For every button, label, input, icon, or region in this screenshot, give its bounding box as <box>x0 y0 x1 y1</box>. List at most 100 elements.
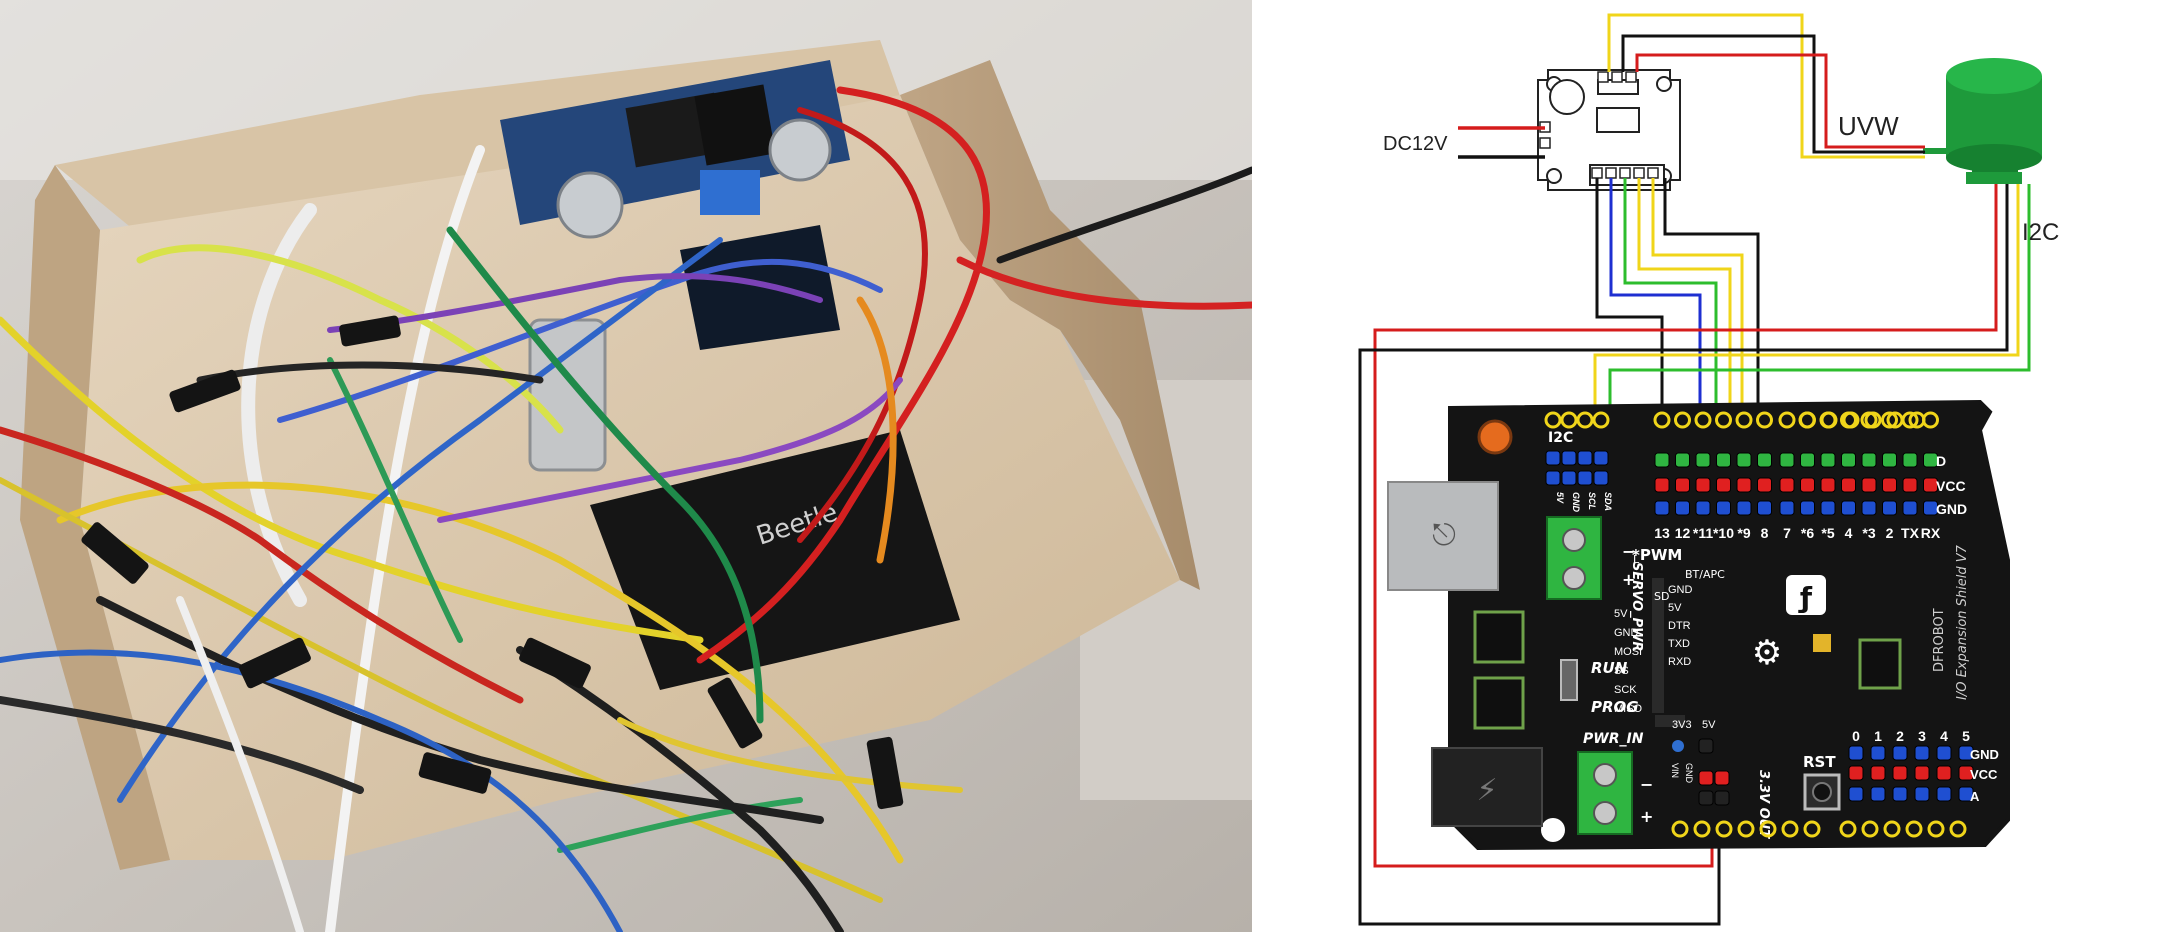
top-header-pin <box>1886 411 1904 429</box>
servo-power-terminal <box>1546 516 1602 600</box>
device-photo: Beetle <box>0 0 1252 932</box>
digital-pin-label: RX <box>1921 525 1941 541</box>
analog-pin-vcc <box>1892 765 1908 781</box>
pwr-in-label: PWR_IN <box>1583 731 1644 747</box>
digital-pin-gnd <box>1841 500 1856 516</box>
led-label: L <box>1633 553 1640 566</box>
bt-pin-label: RXD <box>1668 656 1691 668</box>
bt-apc-header <box>1652 578 1664 713</box>
bottom-header-pin <box>1781 820 1799 838</box>
power-label: DC12V <box>1383 133 1448 155</box>
bottom-header-pin <box>1839 820 1857 838</box>
digital-pin-vcc <box>1675 477 1690 493</box>
voltage-select-label: 5V <box>1702 719 1716 731</box>
motor-phase-wires: UVW <box>1607 13 1925 159</box>
digital-pin-label: *6 <box>1801 525 1814 541</box>
bottom-header-pin <box>1759 820 1777 838</box>
analog-pin-gnd <box>1892 745 1908 761</box>
digital-pin-d <box>1757 452 1772 468</box>
regulator <box>1473 610 1525 664</box>
bt-apc-label: BT/APC <box>1685 568 1725 581</box>
digital-pin-label: TX <box>1901 525 1920 541</box>
servo-pwr-label: SERVO_PWR <box>1629 562 1644 652</box>
i2c-pin <box>1561 450 1577 466</box>
buck-converter-board <box>500 60 850 239</box>
i2c-top-pin <box>1576 411 1594 429</box>
analog-row-label: A <box>1970 789 1980 804</box>
voltage-select-label: 3V3 <box>1672 719 1692 731</box>
box-right-wall <box>900 60 1200 590</box>
digital-pin-d <box>1675 452 1690 468</box>
servo-minus: − <box>1622 542 1635 561</box>
analog-pin-gnd <box>1936 745 1952 761</box>
digital-pin-d <box>1841 452 1856 468</box>
bottom-header-pin <box>1671 820 1689 838</box>
sd-pin-label: SCK <box>1614 684 1637 696</box>
top-header-pin <box>1715 411 1732 429</box>
top-header-pin <box>1653 411 1671 429</box>
lightning-icon: ⚡ <box>1476 773 1497 808</box>
i2c-pin <box>1593 470 1609 486</box>
bottom-header-pin <box>1905 820 1923 838</box>
power-input: DC12V <box>1383 126 1545 159</box>
io-expansion-shield: ⎋ ⚡ ƒ ⚙ <box>1387 399 2010 851</box>
digital-pin-gnd <box>1861 500 1877 516</box>
pwm-label: *PWM <box>1632 546 1682 564</box>
vin-pin <box>1698 770 1714 786</box>
top-header-pin <box>1842 411 1860 429</box>
i2c-pin-label: GND <box>1571 492 1581 513</box>
brand-label: DFROBOT <box>1932 608 1947 672</box>
digital-pin-vcc <box>1800 477 1815 493</box>
out-label: 3.3V OUT <box>1756 770 1771 839</box>
digital-pin-gnd <box>1675 500 1690 516</box>
i2c-pin-label: SCL <box>1587 492 1597 510</box>
analog-pin-vcc <box>1958 765 1974 781</box>
digital-pin-label: *9 <box>1737 525 1750 541</box>
top-header-pin <box>1820 411 1838 429</box>
digital-pin-gnd <box>1695 500 1711 516</box>
analog-row-label: GND <box>1970 747 1999 762</box>
voltage-jumper <box>1672 740 1684 752</box>
df-logo-glyph: ƒ <box>1798 581 1813 614</box>
digital-pin-gnd <box>1882 500 1897 516</box>
schematic-drawing: DC12V UVW <box>1358 13 2059 926</box>
analog-pin-label: 0 <box>1852 728 1860 744</box>
digital-pin-label: *11 <box>1693 525 1713 541</box>
digital-pin-vcc <box>1902 477 1918 493</box>
top-header-pin <box>1864 411 1882 429</box>
digital-pin-label: 8 <box>1761 525 1769 541</box>
digital-pin-gnd <box>1923 500 1938 516</box>
digital-pin-vcc <box>1736 477 1752 493</box>
top-header-pin <box>1694 411 1712 429</box>
analog-pin-label: 5 <box>1962 728 1970 744</box>
i2c-top-pin <box>1544 411 1562 429</box>
digital-pin-vcc <box>1841 477 1856 493</box>
digital-pin-d <box>1654 452 1670 468</box>
analog-pin-gnd <box>1914 745 1930 761</box>
usb-port <box>1387 481 1499 591</box>
digital-pin-vcc <box>1923 477 1938 493</box>
run-label: RUN <box>1591 659 1628 677</box>
analog-pin-a <box>1870 786 1886 802</box>
digital-pin-gnd <box>1779 500 1795 516</box>
reset-button-cap[interactable] <box>1812 782 1832 802</box>
digital-pin-label: *10 <box>1713 525 1734 541</box>
bottom-header-pin <box>1803 820 1821 838</box>
analog-pin-a <box>1958 786 1974 802</box>
digital-pin-d <box>1779 452 1795 468</box>
top-header-pin <box>1798 411 1816 429</box>
digital-pin-vcc <box>1820 477 1836 493</box>
sd-pin-label: MISO <box>1614 703 1643 715</box>
analog-pin-label: 3 <box>1918 728 1926 744</box>
vin-pin <box>1698 790 1714 806</box>
analog-pin-label: 2 <box>1896 728 1904 744</box>
wiring-schematic: DC12V UVW <box>1252 0 2182 932</box>
bottom-header-pin <box>1737 820 1755 838</box>
box-left-wall <box>20 165 170 870</box>
digital-pin-d <box>1820 452 1836 468</box>
pwr-in-minus: − <box>1640 775 1653 794</box>
digital-pin-vcc <box>1695 477 1711 493</box>
i2c-pin <box>1561 470 1577 486</box>
vin-pin <box>1714 770 1730 786</box>
